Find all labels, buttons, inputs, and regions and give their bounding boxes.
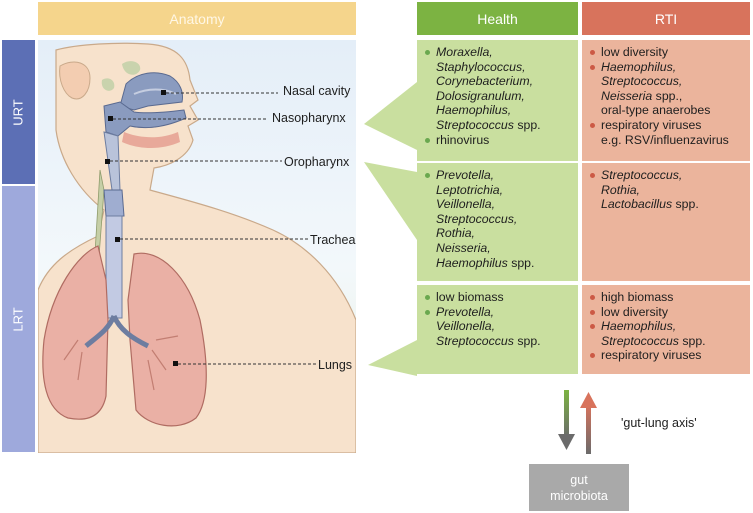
gut-box-line1: gut — [570, 472, 588, 487]
health-oro-line: Streptococcus, — [436, 211, 518, 226]
health-nasal-bacteria: Moraxella, Staphylococcus, Corynebacteri… — [424, 45, 572, 133]
leader-lines — [110, 92, 316, 365]
gut-lung-axis-arrows — [558, 390, 597, 454]
health-oro-last-genus: Haemophilus — [436, 255, 508, 270]
rti-lungs-line: Haemophilus, — [601, 319, 677, 334]
rti-oro-last-genus: Lactobacillus — [601, 197, 673, 212]
rti-lungs-streptococcus: Streptococcus — [601, 333, 679, 348]
health-oro-line: Neisseria, — [436, 240, 491, 255]
health-nasal-virus: rhinovirus — [424, 133, 572, 148]
health-lungs-line: Prevotella, — [436, 304, 495, 319]
rti-lungs-cell: high biomass low diversity Haemophilus, … — [582, 285, 750, 374]
rti-lungs-biomass: high biomass — [589, 290, 744, 305]
rti-header: RTI — [582, 2, 750, 35]
lrt-side-bar: LRT — [2, 186, 35, 452]
lungs-label: Lungs — [318, 358, 353, 372]
gut-lung-axis-label: 'gut-lung axis' — [621, 416, 697, 430]
health-lungs-biomass: low biomass — [424, 290, 572, 305]
sinus-lower — [101, 78, 115, 91]
health-lungs-bacteria: Prevotella, Veillonella, Streptococcus s… — [424, 305, 572, 349]
nasopharynx-marker — [108, 116, 113, 121]
sinus-upper — [122, 61, 141, 75]
health-oro-line: Veillonella, — [436, 197, 496, 212]
health-header-label: Health — [477, 10, 518, 27]
rti-nasal-viruses-line2: e.g. RSV/influenzavirus — [601, 132, 729, 147]
lrt-label: LRT — [10, 306, 26, 332]
rti-lungs-viruses: respiratory viruses — [589, 348, 744, 363]
health-oro-bacteria: Prevotella, Leptotrichia, Veillonella, S… — [424, 168, 572, 270]
connector-wedges — [364, 82, 417, 376]
nasal-cavity-label: Nasal cavity — [283, 84, 351, 98]
trachea-label: Trachea — [310, 233, 356, 247]
bronchioles — [63, 335, 179, 391]
right-lung — [42, 245, 109, 420]
wedge-lungs — [368, 340, 417, 376]
nasopharynx-label: Nasopharynx — [272, 111, 346, 125]
trachea-rings — [105, 215, 123, 319]
rti-oro-bacteria: Streptococcus, Rothia, Lactobacillus spp… — [589, 168, 744, 212]
health-nasal-cell: Moraxella, Staphylococcus, Corynebacteri… — [417, 40, 578, 161]
urt-label: URT — [10, 98, 26, 126]
rti-lungs-bacteria: Haemophilus, Streptococcus spp. — [589, 319, 744, 348]
health-nasal-spp: spp. — [513, 117, 541, 132]
rti-nasal-spp: spp., — [652, 88, 683, 103]
urt-side-bar: URT — [2, 40, 35, 184]
trachea-marker — [115, 237, 120, 242]
health-lungs-cell: low biomass Prevotella, Veillonella, Str… — [417, 285, 578, 374]
rti-oro-line: Rothia, — [601, 182, 640, 197]
oropharynx-label: Oropharynx — [284, 155, 350, 169]
up-arrow-icon — [580, 392, 597, 454]
health-oro-spp: spp. — [507, 255, 535, 270]
left-lung — [127, 252, 207, 427]
rti-oro-spp: spp. — [672, 197, 699, 212]
rti-nasal-anaerobes: oral-type anaerobes — [601, 103, 711, 118]
rti-lungs-diversity: low diversity — [589, 305, 744, 320]
rti-nasal-neisseria: Neisseria — [601, 88, 653, 103]
health-nasal-line: Corynebacterium, — [436, 74, 534, 89]
wedge-nasal — [364, 82, 417, 150]
rti-header-label: RTI — [654, 10, 678, 27]
health-oro-line: Prevotella, — [436, 168, 495, 182]
rti-nasal-viruses: respiratory viruses e.g. RSV/influenzavi… — [589, 118, 744, 147]
rti-oro-cell: Streptococcus, Rothia, Lactobacillus spp… — [582, 163, 750, 281]
wedge-oro — [364, 162, 417, 240]
respiratory-tract-drawing — [38, 40, 356, 453]
rti-nasal-line: Haemophilus, — [601, 59, 677, 74]
nasal-cavity-marker — [161, 90, 166, 95]
health-oro-line: Rothia, — [436, 226, 475, 241]
health-nasal-line: Haemophilus, — [436, 103, 512, 118]
anatomy-header-label: Anatomy — [169, 10, 225, 27]
health-lungs-last-genus: Streptococcus — [436, 333, 514, 348]
oropharynx-marker — [105, 159, 110, 164]
nasal-cavity-shape — [119, 72, 183, 111]
ear — [59, 61, 91, 100]
rti-nasal-cell: low diversity Haemophilus, Streptococcus… — [582, 40, 750, 161]
health-header: Health — [417, 2, 578, 35]
larynx — [103, 189, 125, 217]
bronchi — [84, 314, 150, 349]
health-oro-line: Leptotrichia, — [436, 182, 503, 197]
lungs-marker — [173, 361, 178, 366]
tongue — [122, 132, 180, 148]
rti-nasal-line: Streptococcus, — [601, 74, 683, 89]
health-lungs-spp: spp. — [513, 333, 541, 348]
gut-microbiota-box: gut microbiota — [529, 464, 629, 511]
rti-lungs-spp: spp. — [678, 333, 706, 348]
down-arrow-icon — [558, 390, 575, 450]
health-nasal-line: Moraxella, — [436, 45, 493, 59]
rti-oro-line: Streptococcus, — [601, 168, 683, 182]
rti-nasal-viruses-line1: respiratory viruses — [601, 117, 702, 132]
anatomy-illustration — [38, 40, 356, 453]
health-lungs-line: Veillonella, — [436, 319, 496, 334]
health-nasal-line: Staphylococcus, — [436, 59, 526, 74]
rti-nasal-bacteria: Haemophilus, Streptococcus, Neisseria sp… — [589, 60, 744, 118]
gut-box-line2: microbiota — [550, 488, 608, 503]
health-nasal-last-genus: Streptococcus — [436, 117, 514, 132]
anatomy-header: Anatomy — [38, 2, 356, 35]
rti-nasal-diversity: low diversity — [589, 45, 744, 60]
health-nasal-line: Dolosigranulum, — [436, 88, 525, 103]
health-oro-cell: Prevotella, Leptotrichia, Veillonella, S… — [417, 163, 578, 281]
